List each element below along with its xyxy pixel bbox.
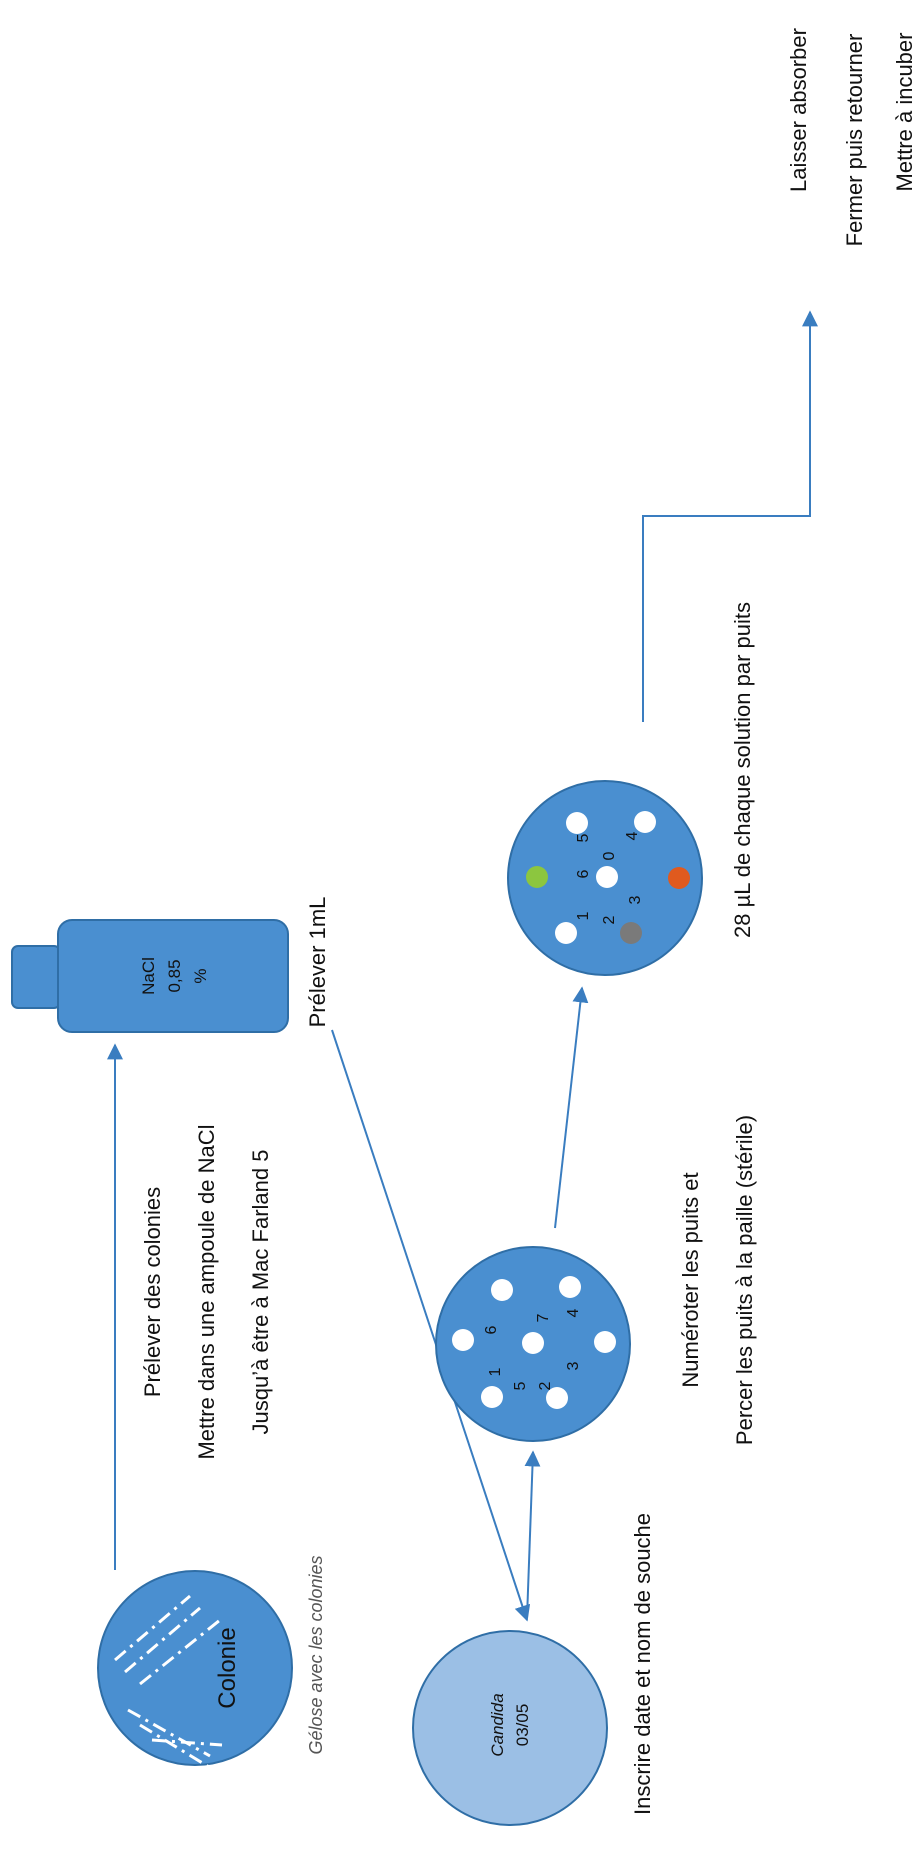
well-number: 5	[575, 833, 592, 842]
well-numbers-2: 1 2 3 0 6 5 4	[575, 831, 644, 924]
arrow-ampoule-to-candida	[331, 1029, 531, 1622]
well-number: 6	[483, 1325, 500, 1334]
well-number: 0	[601, 851, 618, 860]
step1-line2: Mettre dans une ampoule de NaCl	[194, 1124, 219, 1459]
well	[491, 1279, 513, 1301]
wells-2	[526, 811, 690, 944]
well-number: 2	[537, 1381, 554, 1390]
final-step-line2: Fermer puis retourner	[842, 34, 867, 247]
step1-line1: Prélever des colonies	[140, 1187, 165, 1397]
well-number: 1	[487, 1367, 504, 1376]
well-number: 2	[601, 915, 618, 924]
well	[546, 1387, 568, 1409]
well-gray	[620, 922, 642, 944]
well	[481, 1386, 503, 1408]
well	[559, 1276, 581, 1298]
final-step-line3: Mettre à incuber	[892, 33, 917, 192]
well-orange	[668, 867, 690, 889]
well	[555, 922, 577, 944]
well-number: 3	[627, 895, 644, 904]
wells-plate-1: 1 5 2 3 4 7 6	[435, 1246, 631, 1442]
ampoule-label-line3: %	[191, 968, 210, 983]
step1-instructions: Prélever des colonies Mettre dans une am…	[140, 1124, 273, 1459]
well	[594, 1331, 616, 1353]
ampoule-body	[57, 919, 289, 1033]
wells-1	[452, 1276, 616, 1409]
candida-label: Candida	[488, 1693, 507, 1756]
colony-plate-caption: Gélose avec les colonies	[306, 1555, 326, 1754]
well-number: 7	[535, 1313, 552, 1322]
ampoule-label-line2: 0,85	[165, 959, 184, 992]
final-steps: Laisser absorber Fermer puis retourner M…	[786, 28, 917, 246]
well	[566, 812, 588, 834]
streak-marks	[114, 1594, 223, 1772]
step3-instructions: Numéroter les puits et Percer les puits …	[678, 1115, 757, 1445]
well-number: 4	[624, 831, 641, 840]
well	[452, 1329, 474, 1351]
well	[522, 1332, 544, 1354]
final-step-line1: Laisser absorber	[786, 28, 811, 192]
colony-label: Colonie	[214, 1627, 241, 1708]
arrow-to-final-steps	[642, 310, 818, 722]
arrow-candida-to-wells	[524, 1450, 541, 1619]
well-number: 4	[565, 1308, 582, 1317]
candida-caption: Inscrire date et nom de souche	[630, 1513, 655, 1815]
ampoule-label-line1: NaCl	[139, 957, 158, 995]
well-number: 5	[512, 1381, 529, 1390]
nacl-ampoule: NaCl 0,85 %	[11, 919, 289, 1033]
candida-date: 03/05	[513, 1704, 532, 1747]
well	[634, 811, 656, 833]
step2-label: Prélever 1mL	[305, 897, 330, 1028]
well-number: 6	[575, 869, 592, 878]
well	[596, 866, 618, 888]
colony-plate: Colonie	[97, 1570, 293, 1772]
wells-plate-2: 1 2 3 0 6 5 4	[507, 780, 703, 976]
step3-line2: Percer les puits à la paille (stérile)	[732, 1115, 757, 1445]
arrow-wells1-to-wells2	[554, 986, 589, 1229]
well-green	[526, 866, 548, 888]
step1-line3: Jusqu’à être à Mac Farland 5	[248, 1150, 273, 1435]
step3-line1: Numéroter les puits et	[678, 1172, 703, 1387]
candida-plate: Candida 03/05	[412, 1630, 608, 1826]
well-numbers-1: 1 5 2 3 4 7 6	[483, 1308, 582, 1390]
well-number: 1	[575, 911, 592, 920]
ampoule-neck	[11, 945, 61, 1009]
step4-label: 28 µL de chaque solution par puits	[730, 602, 755, 938]
well-number: 3	[565, 1361, 582, 1370]
